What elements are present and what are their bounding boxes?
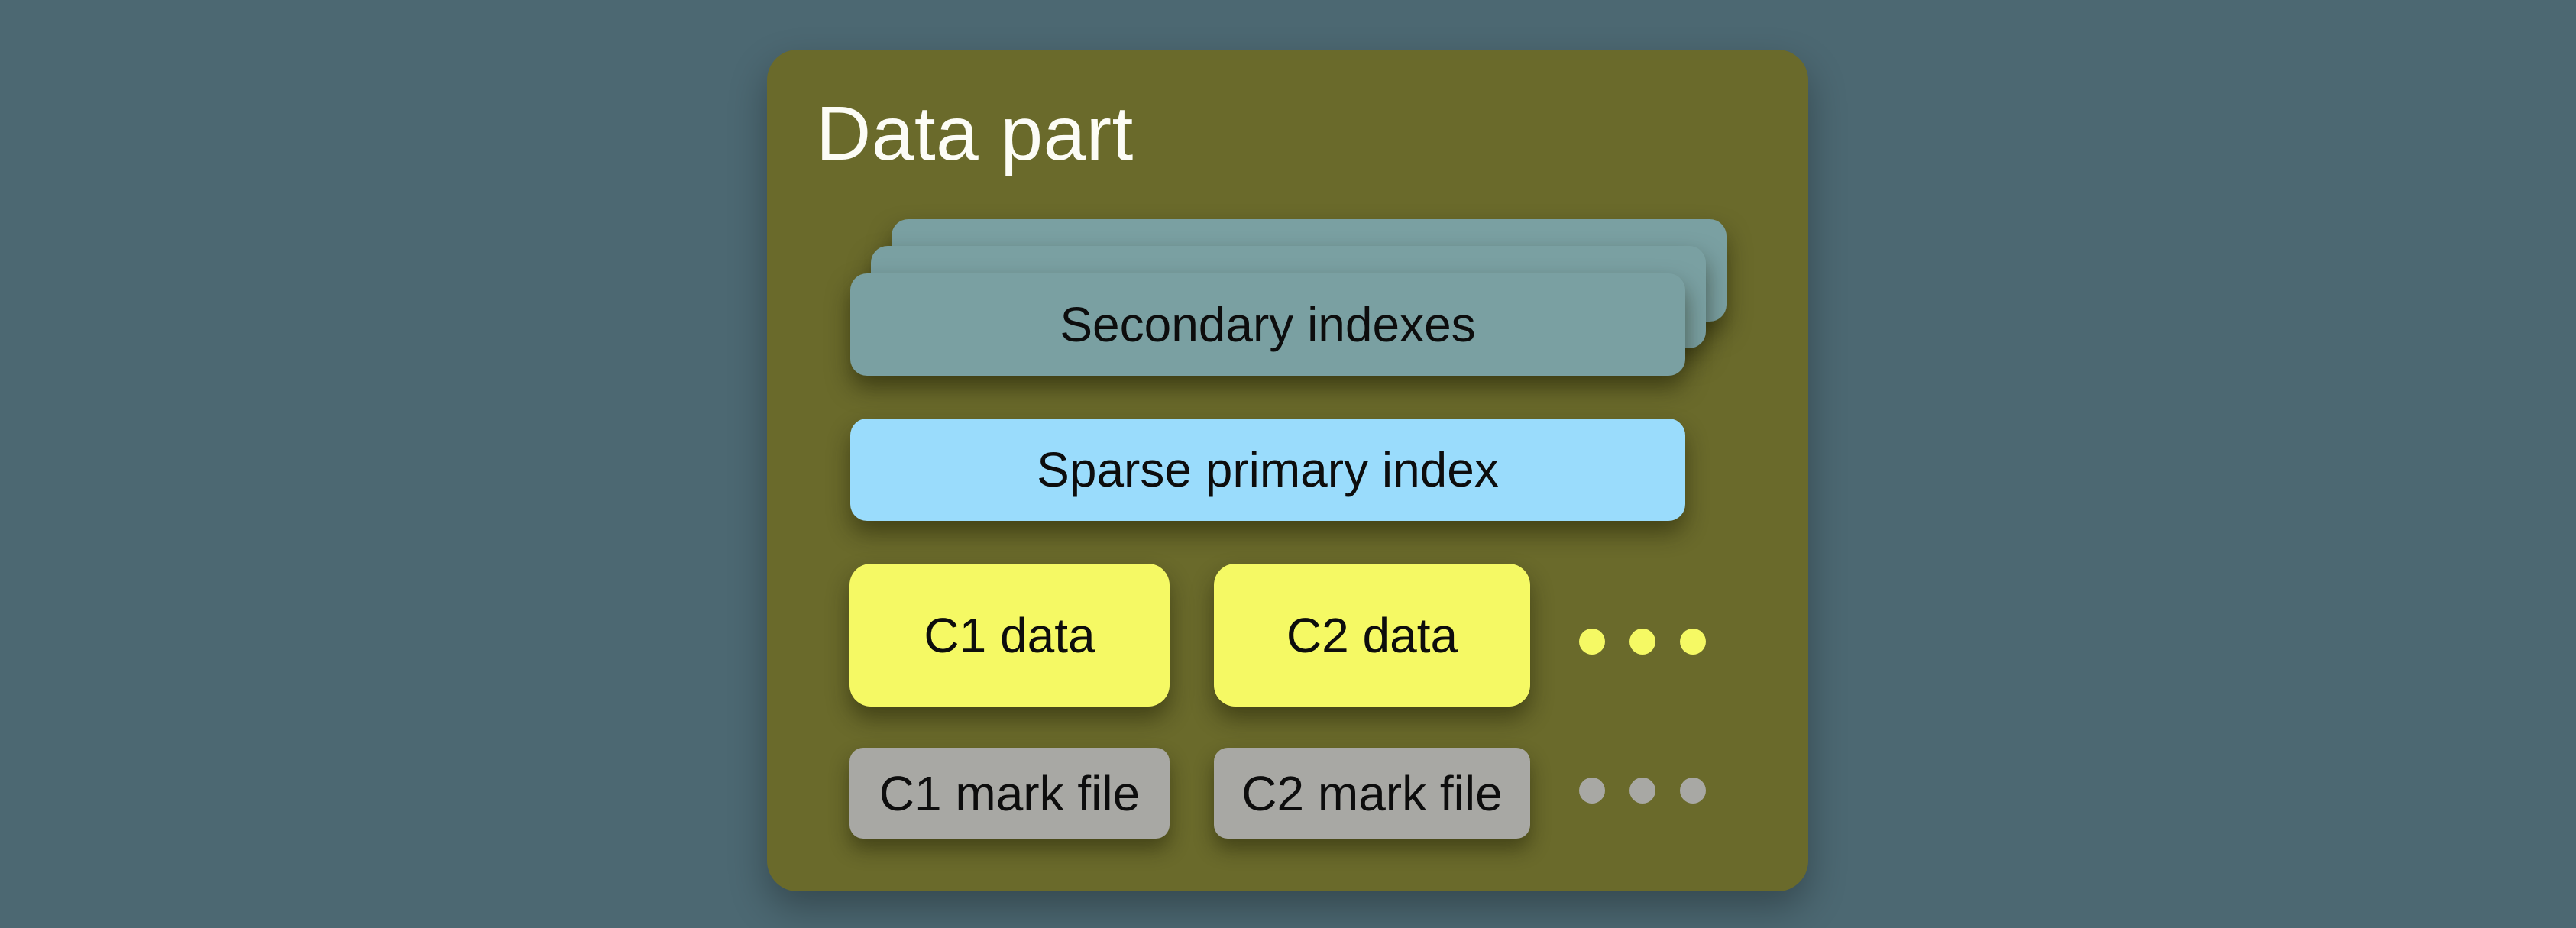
ellipsis-dot bbox=[1680, 778, 1706, 804]
ellipsis-dot bbox=[1629, 629, 1655, 655]
ellipsis-dot bbox=[1629, 778, 1655, 804]
data-part-panel: Data part Secondary indexes Sparse prima… bbox=[767, 50, 1808, 891]
c2-data-label: C2 data bbox=[1286, 607, 1458, 663]
data-row-ellipsis bbox=[1579, 629, 1706, 655]
c2-mark-file-box: C2 mark file bbox=[1214, 748, 1530, 839]
panel-title: Data part bbox=[816, 91, 1134, 176]
secondary-indexes-label: Secondary indexes bbox=[1060, 297, 1476, 352]
c1-data-label: C1 data bbox=[924, 607, 1095, 663]
ellipsis-dot bbox=[1579, 778, 1605, 804]
sparse-primary-index-label: Sparse primary index bbox=[1037, 442, 1499, 497]
ellipsis-dot bbox=[1680, 629, 1706, 655]
c1-data-box: C1 data bbox=[849, 564, 1170, 707]
secondary-indexes-card: Secondary indexes bbox=[850, 273, 1685, 376]
mark-row-ellipsis bbox=[1579, 778, 1706, 804]
c2-data-box: C2 data bbox=[1214, 564, 1530, 707]
c1-mark-file-box: C1 mark file bbox=[849, 748, 1170, 839]
c1-mark-file-label: C1 mark file bbox=[879, 765, 1141, 821]
c2-mark-file-label: C2 mark file bbox=[1241, 765, 1503, 821]
sparse-primary-index-card: Sparse primary index bbox=[850, 419, 1685, 521]
ellipsis-dot bbox=[1579, 629, 1605, 655]
